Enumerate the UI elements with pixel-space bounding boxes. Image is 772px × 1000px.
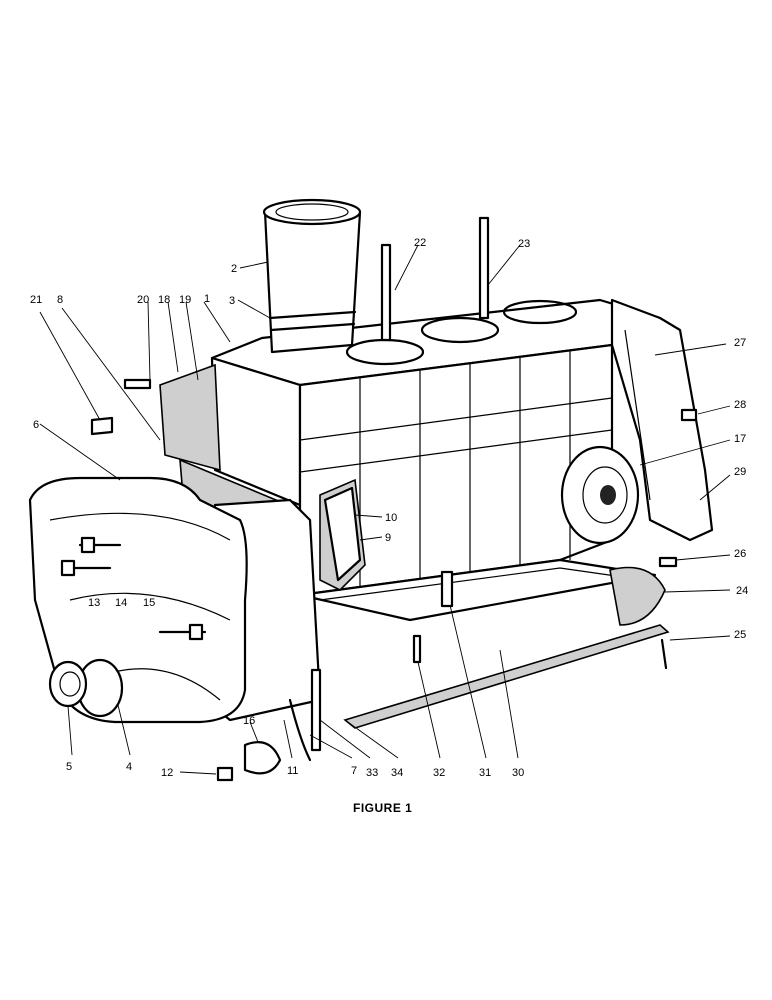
rear-end-plate	[610, 298, 714, 542]
callout-5: 5	[66, 761, 72, 773]
callout-2: 2	[231, 263, 237, 275]
front-seal	[48, 660, 88, 708]
callout-8: 8	[57, 294, 63, 306]
callout-14: 14	[115, 597, 127, 609]
callout-28: 28	[734, 399, 746, 411]
callout-21: 21	[30, 294, 42, 306]
callout-10: 10	[385, 512, 397, 524]
callout-17: 17	[734, 433, 746, 445]
rear-oil-seal	[609, 566, 666, 626]
callout-11: 11	[287, 765, 298, 777]
callout-12: 12	[161, 767, 173, 779]
callout-18: 18	[158, 294, 170, 306]
side-cover-plate	[319, 478, 366, 591]
figure-caption: FIGURE 1	[353, 801, 412, 815]
cylinder-head-studs	[380, 216, 490, 342]
callout-6: 6	[33, 419, 39, 431]
callout-30: 30	[512, 767, 524, 779]
callout-4: 4	[126, 761, 132, 773]
callout-7: 7	[351, 765, 357, 777]
callout-34: 34	[391, 767, 403, 779]
callout-20: 20	[137, 294, 149, 306]
callout-26: 26	[734, 548, 746, 560]
callout-labels: 1 2 3 4 5 6 7 8 9 10 11 12 13 14 15 16 1…	[30, 237, 748, 779]
callout-9: 9	[385, 532, 391, 544]
callout-29: 29	[734, 466, 746, 478]
callout-23: 23	[518, 238, 530, 250]
callout-15: 15	[143, 597, 155, 609]
callout-16: 16	[243, 715, 255, 727]
callout-33: 33	[366, 767, 378, 779]
callout-1: 1	[204, 293, 210, 305]
callout-31: 31	[479, 767, 491, 779]
callout-32: 32	[433, 767, 445, 779]
callout-27: 27	[734, 337, 746, 349]
timing-cover-bolts	[60, 536, 207, 641]
small-fasteners	[90, 378, 698, 782]
callout-3: 3	[229, 295, 235, 307]
rear-bearing-housing	[560, 445, 640, 545]
callout-24: 24	[736, 585, 748, 597]
callout-13: 13	[88, 597, 100, 609]
sump-gasket	[343, 624, 670, 729]
callout-22: 22	[414, 237, 426, 249]
leader-lines	[39, 244, 731, 775]
callout-19: 19	[179, 294, 191, 306]
cylinder-liner	[262, 198, 362, 354]
cylinder-block	[210, 298, 662, 622]
callout-25: 25	[734, 629, 746, 641]
